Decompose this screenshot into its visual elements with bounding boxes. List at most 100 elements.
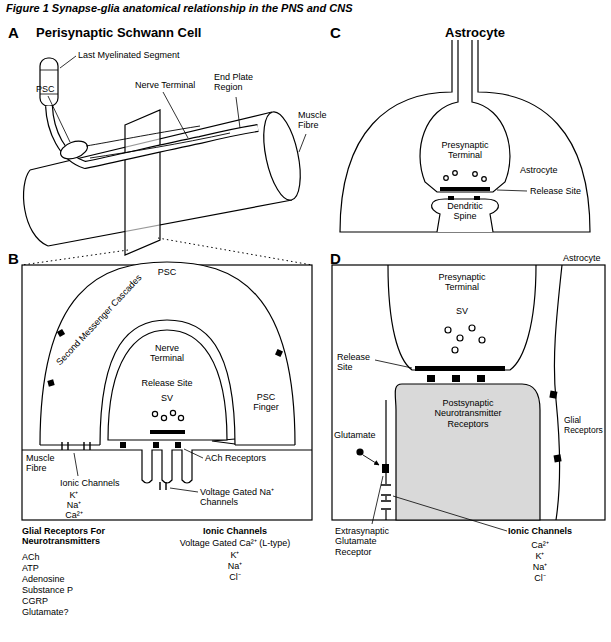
panel-heading: Perisynaptic Schwann Cell: [36, 26, 201, 41]
part-label: Na⁺: [228, 561, 243, 571]
astrocyte-outline: [340, 40, 590, 232]
receptor: [153, 442, 159, 448]
part-label: Cl⁻: [534, 573, 546, 583]
part-label: Ca²⁺: [65, 510, 83, 520]
nerve-terminal-section: [152, 411, 157, 416]
list-heading: Glial Receptors For Neurotransmitters: [22, 526, 142, 547]
nerve-terminal-section: [161, 415, 166, 420]
panel-frame: [332, 265, 605, 520]
psc-cross-section: [40, 444, 295, 445]
dendritic-spine: [432, 196, 499, 232]
part-label: Na⁺: [67, 500, 82, 510]
presynaptic-terminal: [420, 40, 510, 192]
part-label: Postsynaptic Neurotransmitter Receptors: [421, 398, 516, 429]
part-label: PSC Finger: [246, 392, 286, 413]
leader-line: [236, 97, 240, 128]
leader-line: [497, 190, 527, 191]
part-label: End Plate Region: [214, 72, 262, 93]
part-label: Presynaptic Terminal: [430, 140, 500, 161]
psc-cell: [86, 126, 230, 158]
nerve-terminal-section: [108, 330, 227, 440]
part-label: SV: [456, 306, 468, 316]
receptor: [452, 375, 460, 382]
part-label: Substance P: [22, 585, 73, 595]
leader-line: [393, 496, 507, 531]
receptor: [175, 442, 181, 448]
psc-cell: [58, 138, 90, 163]
figure-art: [22, 40, 605, 531]
presynaptic-terminal: [444, 176, 449, 181]
astrocyte-outline: [340, 40, 590, 232]
part-label: K⁺: [69, 490, 78, 500]
nerve-terminal-section: [170, 410, 175, 415]
part-label: Release Site: [141, 378, 192, 388]
leader-line: [375, 360, 412, 368]
part-label: Na⁺: [533, 562, 548, 572]
leader-line: [372, 476, 383, 524]
part-label: Adenosine: [22, 574, 65, 584]
panel-frame: [332, 265, 605, 520]
part-label: Muscle Fibre: [298, 110, 334, 131]
psc-cross-section: [40, 262, 295, 445]
part-label: Extrasynaptic Glutamate Receptor: [335, 526, 407, 557]
part-label: Ca²⁺: [531, 540, 549, 550]
psc-cross-section: [40, 262, 295, 445]
list-heading: Ionic Channels: [508, 526, 572, 536]
part-label: Nerve Terminal: [135, 80, 195, 90]
leader-line: [372, 360, 507, 531]
muscle-fibre: [24, 109, 307, 246]
leader-line: [48, 96, 70, 142]
nerve-terminal-section: [108, 330, 227, 440]
leader-line: [74, 453, 78, 476]
receptor: [57, 329, 65, 337]
part-label: Ionic Channels: [60, 478, 120, 488]
receptor: [477, 375, 485, 382]
astrocyte-membrane: [385, 400, 386, 520]
part-label: ACh: [22, 552, 40, 562]
glutamate-molecule: [363, 455, 379, 465]
leader-line: [497, 190, 527, 191]
glutamate-molecule: [357, 449, 363, 455]
psc-cell: [58, 126, 230, 162]
leader-line: [299, 134, 306, 152]
glutamate-molecule: [357, 449, 379, 465]
part-label: Astrocyte: [520, 165, 558, 175]
astrocyte-membrane: [386, 265, 562, 520]
presynaptic-terminal: [453, 171, 458, 176]
leader-line: [48, 56, 306, 152]
ion-channel: [160, 482, 166, 490]
presynaptic-terminal: [473, 172, 478, 177]
part-label: Release Site: [530, 186, 581, 196]
part-label: ATP: [22, 563, 39, 573]
panel-letter: A: [8, 24, 19, 41]
part-label: Presynaptic Terminal: [427, 272, 497, 293]
part-label: Glutamate: [334, 430, 376, 440]
receptor: [120, 442, 126, 448]
presynaptic-terminal: [479, 337, 485, 343]
postsynaptic-spine: [395, 384, 540, 520]
section-guide: [22, 250, 128, 265]
muscle-fibre: [24, 170, 48, 246]
nerve-terminal: [49, 106, 258, 165]
nerve-terminal: [49, 106, 258, 165]
presynaptic-terminal: [469, 325, 475, 331]
receptor: [47, 379, 54, 386]
ion-channel: [62, 442, 90, 450]
leader-line: [163, 92, 188, 138]
part-label: ACh Receptors: [205, 453, 266, 463]
panel-heading: Astrocyte: [445, 26, 505, 41]
part-label: Dendritic Spine: [440, 201, 490, 222]
presynaptic-terminal: [420, 40, 510, 192]
part-label: Glutamate?: [22, 607, 69, 617]
receptor: [427, 375, 435, 382]
presynaptic-terminal: [415, 366, 505, 371]
leader-line: [170, 488, 198, 492]
receptor: [382, 375, 562, 473]
section-guide: [158, 238, 312, 265]
receptor: [554, 454, 562, 462]
part-label: Nerve Terminal: [137, 343, 197, 364]
dendritic-spine: [448, 196, 454, 200]
postsynaptic-spine: [395, 384, 540, 520]
panel-letter: B: [8, 250, 19, 267]
dendritic-spine: [474, 196, 480, 200]
